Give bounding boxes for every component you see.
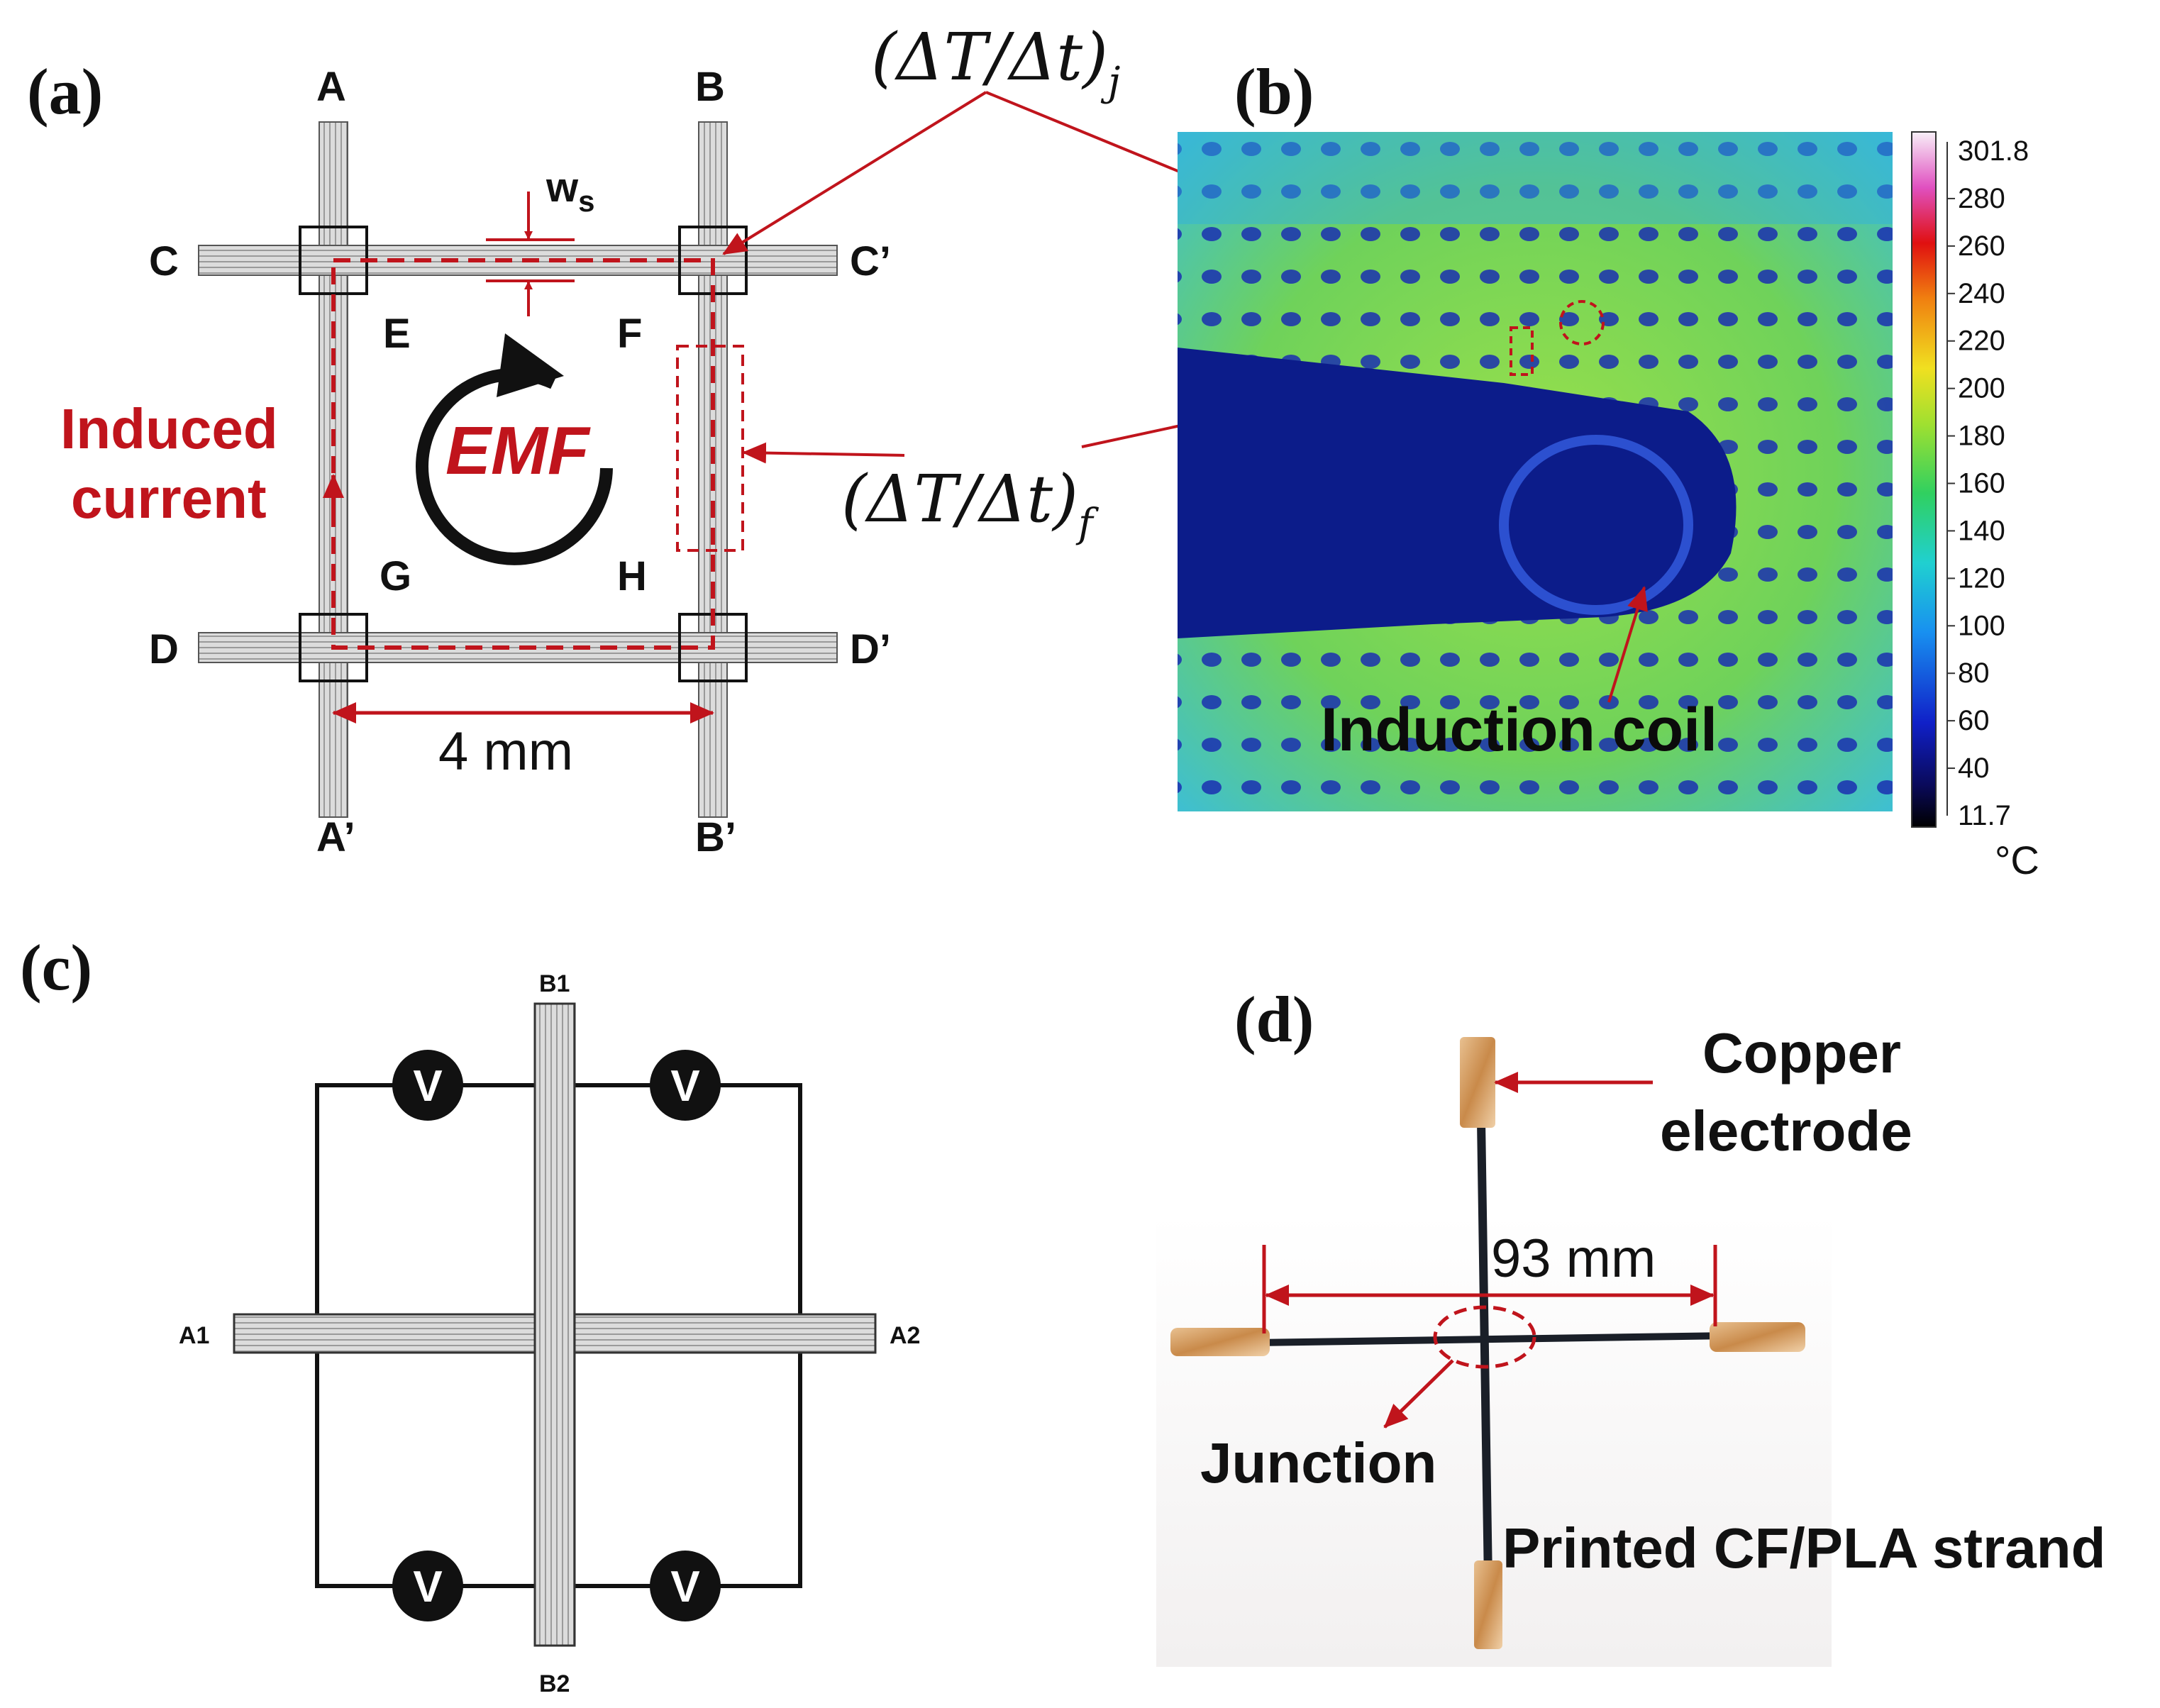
thermal-coil-ring (1499, 435, 1693, 615)
colorbar-tick-label: 200 (1958, 373, 2005, 404)
dimension-4mm-label: 4 mm (438, 721, 573, 782)
panel-d: (d) Copper electrode 93 mm Junction Prin… (1156, 983, 2105, 1667)
voltmeter-bottom-left: V (392, 1551, 463, 1621)
colorbar-tick-label: 180 (1958, 421, 2005, 452)
label-e: E (383, 311, 411, 357)
colorbar-ticks: 280 260 240 220 200 180 160 140 120 100 80 60 40 (1947, 183, 2005, 784)
voltmeter-bottom-right: V (650, 1551, 721, 1621)
strand-b1-b2 (533, 1002, 576, 1647)
strand-d (198, 632, 838, 663)
svg-text:V: V (413, 1563, 442, 1612)
colorbar-tick-label: 120 (1958, 562, 2005, 594)
rate-junction-arrow-a (722, 91, 987, 255)
copper-electrode-right (1710, 1322, 1805, 1352)
terminal-b2: B2 (539, 1670, 570, 1697)
colorbar-tick-label: 220 (1958, 326, 2005, 357)
thermal-cold-region (1178, 348, 1737, 638)
emf-label: EMF (445, 413, 591, 489)
voltmeter-top-right: V (650, 1050, 721, 1121)
colorbar-min: 11.7 (1958, 800, 2011, 831)
label-a: A (316, 64, 346, 110)
emf-circular-arrow (416, 367, 613, 565)
panel-b: (b) Induction coil 301.8 280 260 240 220 200… (1178, 55, 2039, 882)
label-b: B (695, 64, 725, 110)
label-d: D (149, 626, 179, 672)
panel-a: (a) ws A B C C’ D D’ A’ B’ E F G (27, 19, 1561, 860)
colorbar-tick-label: 60 (1958, 705, 1990, 736)
copper-electrode-top (1460, 1037, 1495, 1128)
svg-text:V: V (413, 1062, 442, 1111)
colorbar-tick-label: 80 (1958, 658, 1990, 689)
colorbar-max: 301.8 (1958, 135, 2029, 167)
panel-b-label: (b) (1234, 55, 1314, 128)
copper-electrode-left (1170, 1328, 1270, 1356)
colorbar (1911, 131, 1937, 828)
colorbar-tick-label: 240 (1958, 278, 2005, 309)
colorbar-tick-label: 100 (1958, 610, 2005, 641)
terminal-a2: A2 (890, 1322, 920, 1349)
colorbar-tick-label: 280 (1958, 183, 2005, 214)
copper-electrode-bottom (1474, 1560, 1502, 1649)
colorbar-tick-label: 260 (1958, 231, 2005, 262)
label-h: H (617, 553, 647, 599)
colorbar-unit: °C (1995, 838, 2039, 882)
svg-text:V: V (670, 1563, 699, 1612)
label-g: G (380, 553, 411, 599)
coil-arrow (1607, 586, 1648, 703)
induced-current-line2: current (71, 467, 267, 530)
panel-c: (c) V V V V A1 A2 B1 B2 (20, 931, 920, 1697)
rate-free-label: (ΔT/Δt)f (841, 461, 1100, 547)
strand-label: Printed CF/PLA strand (1502, 1516, 2105, 1580)
label-a-prime: A’ (316, 814, 355, 860)
colorbar-tick-label: 160 (1958, 468, 2005, 499)
label-c: C (149, 238, 179, 284)
junction-ellipse (1433, 1305, 1536, 1369)
junction-label: Junction (1200, 1431, 1436, 1494)
coil-label: Induction coil (1321, 696, 1717, 764)
panel-a-label: (a) (27, 55, 103, 128)
thermal-top-band (1178, 132, 1893, 224)
panel-d-label: (d) (1234, 983, 1314, 1055)
terminal-a1: A1 (179, 1322, 209, 1349)
electrode-label-line1: Copper (1702, 1021, 1901, 1085)
photo-strand-horizontal (1255, 1332, 1732, 1346)
panel-c-label: (c) (20, 931, 92, 1004)
junction-marker (1559, 300, 1605, 345)
induced-current-line1: Induced (60, 397, 278, 460)
rate-junction-label: (ΔT/Δt)j (871, 19, 1120, 105)
colorbar-tick-label: 140 (1958, 515, 2005, 546)
photo-strand-vertical (1477, 1120, 1492, 1582)
label-c-prime: C’ (850, 238, 891, 284)
electrode-label-line2: electrode (1660, 1099, 1912, 1163)
label-d-prime: D’ (850, 626, 891, 672)
voltmeter-top-left: V (392, 1050, 463, 1121)
free-strand-marker (1510, 326, 1534, 376)
junction-arrow (1383, 1359, 1454, 1429)
label-b-prime: B’ (695, 814, 736, 860)
dimension-93mm-label: 93 mm (1491, 1229, 1656, 1289)
colorbar-tick-label: 40 (1958, 753, 1990, 784)
svg-text:V: V (670, 1062, 699, 1111)
label-f: F (617, 311, 642, 357)
emf-arrow-head (497, 333, 564, 397)
rate-free-arrow-a (742, 442, 905, 464)
ws-label: ws (545, 165, 594, 218)
induced-current-loop (331, 258, 715, 650)
terminal-b1: B1 (539, 970, 570, 997)
strand-c (198, 245, 838, 276)
